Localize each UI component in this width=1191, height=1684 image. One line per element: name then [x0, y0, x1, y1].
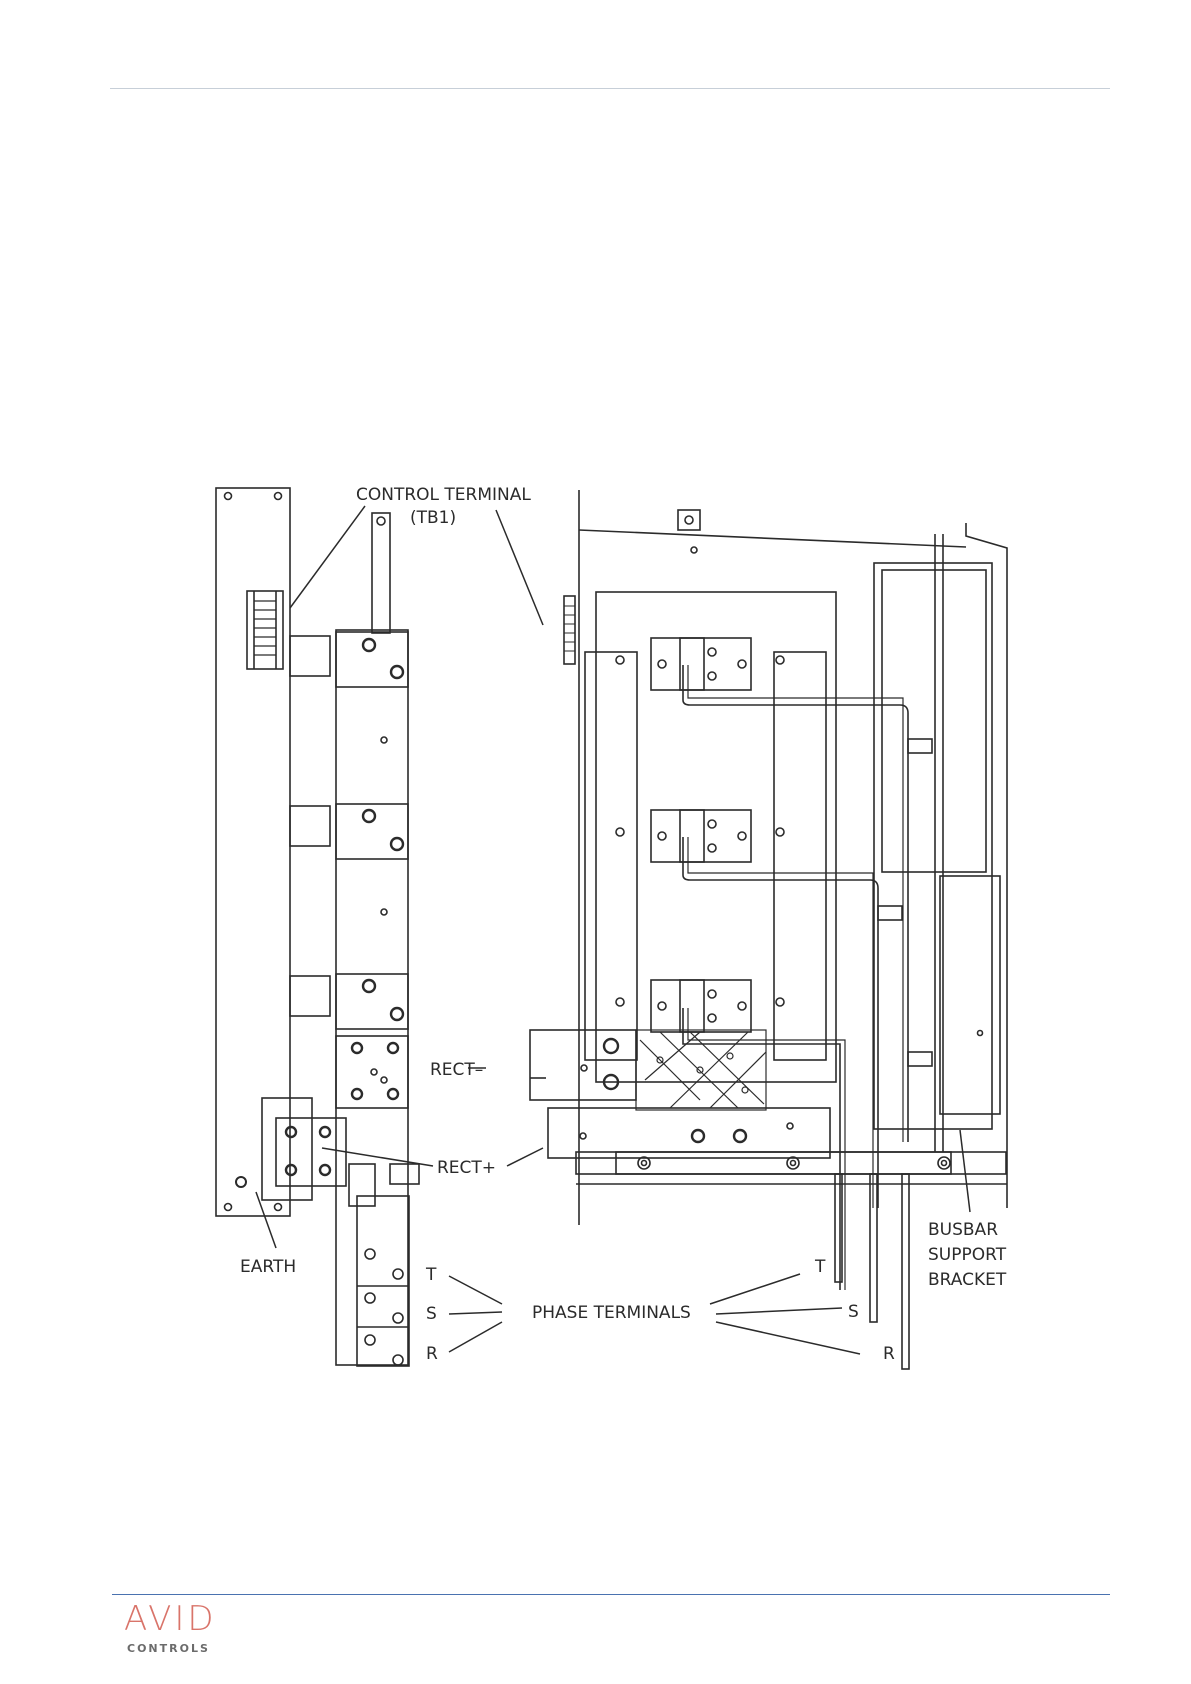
leader-lines	[256, 506, 970, 1354]
label-phase-s-right: S	[848, 1302, 859, 1322]
label-rect-minus: RECT–	[430, 1060, 483, 1080]
label-tb1: (TB1)	[410, 508, 456, 528]
label-phase-t-left: T	[425, 1265, 437, 1285]
label-phase-t-right: T	[814, 1257, 826, 1277]
label-earth: EARTH	[240, 1257, 296, 1277]
avid-logo-subtitle: CONTROLS	[127, 1642, 210, 1655]
label-control-terminal: CONTROL TERMINAL	[356, 485, 531, 505]
side-view	[216, 488, 419, 1366]
label-bracket: BRACKET	[928, 1270, 1007, 1290]
label-phase-terminals: PHASE TERMINALS	[532, 1303, 691, 1323]
diagram-labels: CONTROL TERMINAL (TB1) RECT– RECT+ EARTH…	[240, 485, 1007, 1364]
label-rect-plus: RECT+	[437, 1158, 496, 1178]
label-phase-r-right: R	[883, 1344, 895, 1364]
label-busbar: BUSBAR	[928, 1220, 998, 1240]
avid-logo: AVID	[124, 1602, 217, 1636]
label-phase-r-left: R	[426, 1344, 438, 1364]
footer-rule	[112, 1594, 1110, 1595]
label-support: SUPPORT	[928, 1245, 1007, 1265]
label-phase-s-left: S	[426, 1304, 437, 1324]
